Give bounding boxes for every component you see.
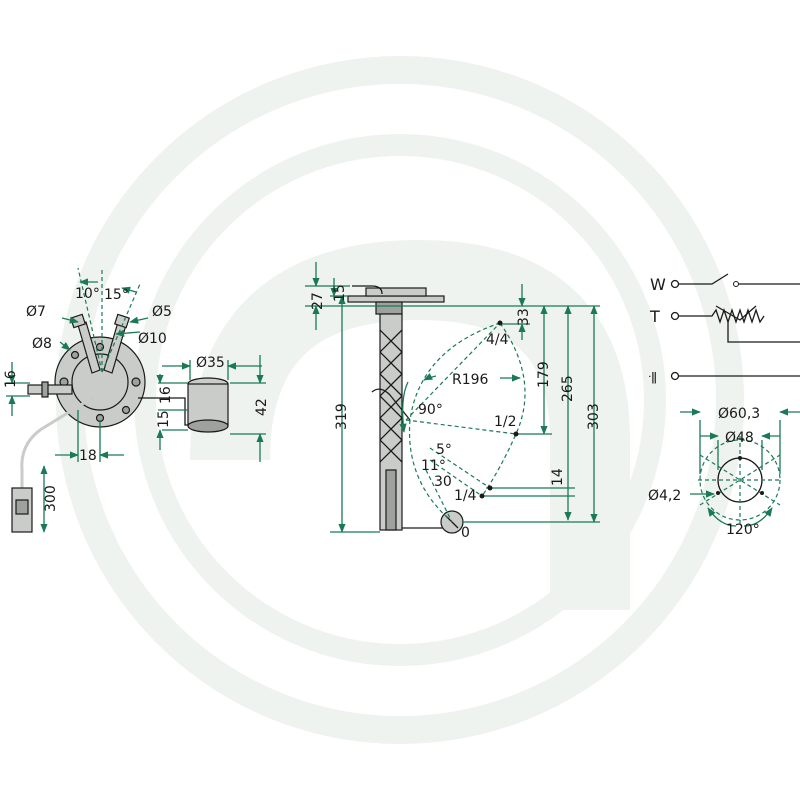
diameter-60-label: Ø60,3 [718,406,760,422]
side-nipple [27,384,73,395]
ground-symbol: ᐧǁ [648,370,657,384]
float [187,383,229,427]
dim-27-label: 27 [310,292,326,310]
dim-16-mid-label: 16 [158,386,174,404]
terminal-w [670,279,680,289]
terminal-ground [670,371,680,381]
radius-196-label: R196 [452,372,489,388]
wiring-schematic [670,273,800,381]
angle-90-label: 90° [418,402,443,418]
diameter-48-label: Ø48 [725,430,754,446]
dim-42-label: 42 [254,398,270,416]
terminal-t [670,311,680,321]
diameter-10-label: Ø10 [138,331,167,347]
angle-15-label: 15° [104,287,129,303]
left-view-dimensions [6,267,266,533]
dim-14-label: 14 [550,468,566,486]
mounting-flange [347,295,445,303]
dim-300-label: 300 [43,485,59,512]
diameter-5-label: Ø5 [152,304,172,320]
wire-w-label: W [650,275,666,294]
diameter-8-label: Ø8 [32,336,52,352]
diameter-7-label: Ø7 [26,304,46,320]
diameter-35-label: Ø35 [196,355,225,371]
num-30-label: 30 [434,474,452,490]
dim-303-label: 303 [586,403,602,430]
angle-11-label: 11° [421,458,446,474]
angle-120-label: 120° [726,522,760,538]
dim-15-side-label: 15 [332,284,348,302]
dim-319-label: 319 [334,403,350,430]
position-full-label: 4/4 [486,332,509,348]
dim-18-label: 18 [79,448,97,464]
wire-t-label: T [649,307,660,326]
position-quarter-label: 1/4 [454,488,477,504]
flange-bolt-pattern [680,408,800,527]
sender-side-view [347,285,464,534]
position-half-label: 1/2 [494,414,517,430]
dim-265-label: 265 [560,375,576,402]
dim-33-label: 33 [516,308,532,326]
dim-16-left-label: 16 [3,370,19,388]
dim-15-label: 15 [156,410,172,428]
diameter-4-label: Ø4,2 [648,488,681,504]
angle-10-label: 10° [75,286,100,302]
middle-view-dimensions [305,262,600,533]
angle-5-label: 5° [436,442,452,458]
dim-179-label: 179 [536,361,552,388]
position-empty-label: 0 [461,525,470,541]
